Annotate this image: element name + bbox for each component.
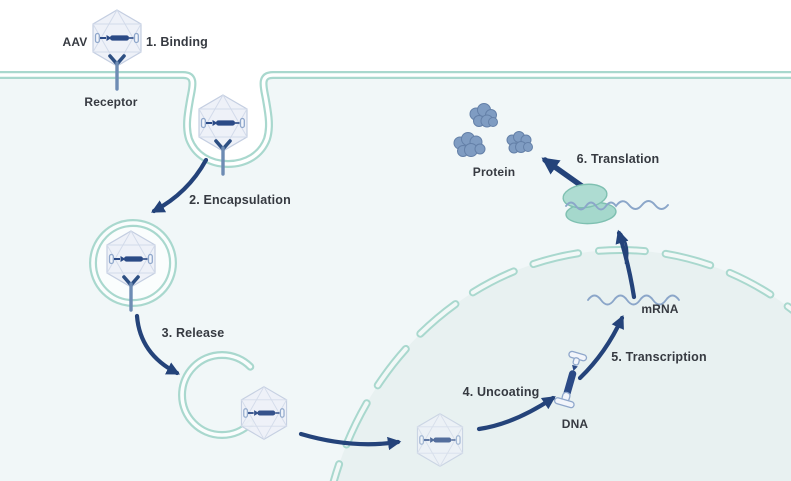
protein-blob-2 [453,132,486,157]
ribosome-mrna-strand [565,200,669,211]
mrna-label: mRNA [641,302,678,316]
aav-label: AAV [63,35,88,49]
nuclear-envelope-inner [331,248,791,481]
arrow-to-nucleus [298,431,402,451]
arrow-release [134,313,180,376]
arrow-transcription [577,314,625,381]
arrow-uncoating [476,395,556,432]
protein-blob-1 [469,103,498,128]
mrna-strand [587,294,680,306]
arrow-encapsulation [151,157,209,214]
dna-icon [553,350,588,409]
cell-membrane [0,71,791,169]
step-encapsulation-label: 2. Encapsulation [189,193,291,207]
step-translation-label: 6. Translation [577,152,660,166]
arrow-translation [541,157,589,192]
protein-blob-3 [506,131,533,154]
pathway-arrows [134,157,637,451]
step-release-label: 3. Release [162,326,225,340]
protein-molecules [453,103,533,157]
protein-label: Protein [473,165,515,179]
ribosome [562,183,669,225]
opened-vesicle [178,351,255,439]
receptor-label: Receptor [84,95,137,109]
step-binding-label: 1. Binding [146,35,208,49]
step-uncoating-label: 4. Uncoating [463,385,540,399]
step-transcription-label: 5. Transcription [611,350,706,364]
arrow-mrna-export [615,229,637,300]
arrow-mrna-export-flourish [619,232,629,265]
dna-label: DNA [562,417,589,431]
diagram-labels: AAV 1. Binding Receptor 2. Encapsulation… [63,35,707,431]
